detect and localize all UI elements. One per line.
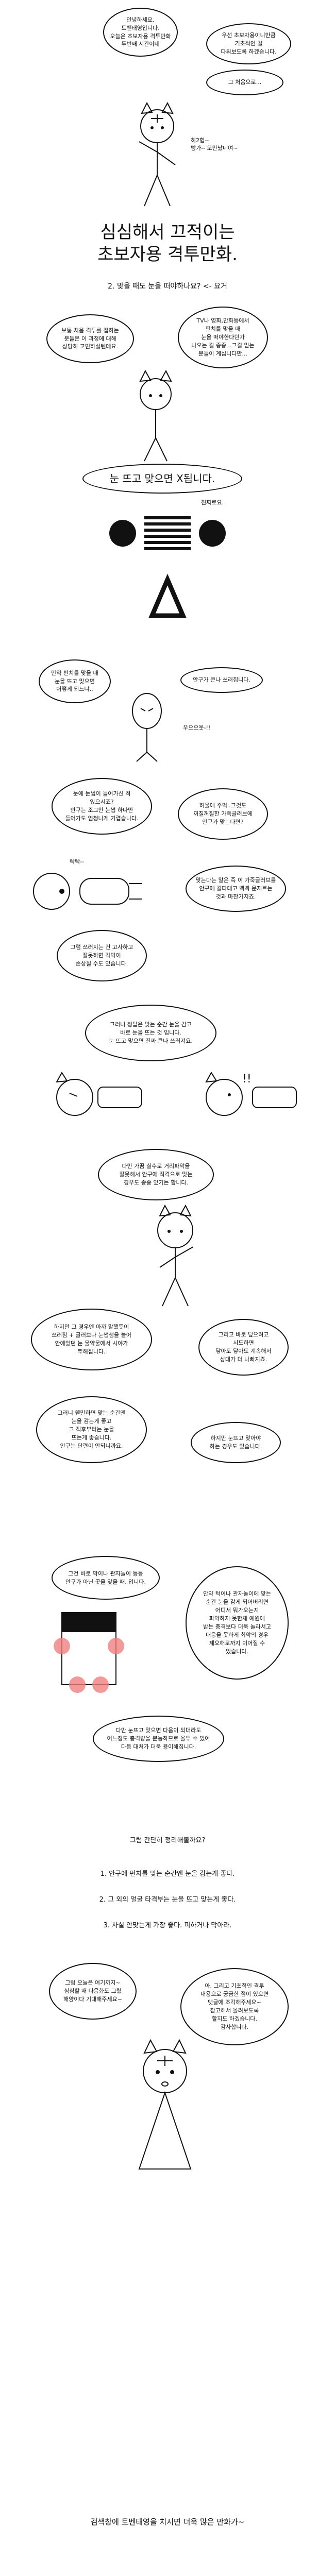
speech-text: 눈 뜨고 맞으면 X됩니다. <box>109 472 215 485</box>
sound-effect: 우으으웃-!! <box>183 724 211 731</box>
cat-character-drawing <box>157 1204 194 1307</box>
speech-text: TV나 영화,만화등에서 펀치를 맞을 때 눈을 떠야한다던가 나오는 걸 종종… <box>191 317 255 357</box>
speech-text: 안약 턱이나 관자놀이에 맞는 순간 눈을 감게 되어버리면 어디서 뭐가오는지… <box>203 1590 271 1655</box>
summary-item-3: 3. 사실 안맞는게 가장 좋다. 피하거나 막아라. <box>103 1922 232 1929</box>
speech-bubble: 그러니 웬만하면 맞는 순간엔 눈을 감는게 좋고 그 직후부터는 눈을 뜨는게… <box>36 1396 147 1463</box>
speech-text: 만약 펀치를 맞을 때 눈을 뜨고 맞으면 어떻게 되느냐.. <box>51 669 98 693</box>
speech-text: 그럼 오늘은 여기까지~ 심심할 때 다음화도 그렸 해양이다 기대해주세요~ <box>63 1979 122 2003</box>
speech-bubble: 맞는다는 말은 즉 이 가죽글러브를 안구에 갈다대고 빡빡 문지르는 것과 마… <box>186 866 286 912</box>
speech-bubble: 그건 바로 막이나 관자놀이 등등 안구가 아닌 곳을 맞을 때, 입니다. <box>52 1556 160 1600</box>
closed-eyes-illustration <box>109 516 226 550</box>
speech-text: 하지만 눈뜨고 맞아야 하는 경우도 있습니다. <box>209 1435 262 1450</box>
cat-character-drawing <box>139 101 176 207</box>
speech-bubble: 안녕하세요. 토벤태영입니다. 오늘은 초보자용 격투만화 두번째 시간이네 <box>103 8 178 57</box>
summary-item-1: 1. 안구에 펀치를 맞는 순간엔 눈을 감는게 좋다. <box>100 1870 235 1878</box>
speech-text: 맞는다는 말은 즉 이 가죽글러브를 안구에 갈다대고 빡빡 문지르는 것과 마… <box>195 877 276 900</box>
speech-text: 눈에 눈썹이 들어가신 적 있으시죠? 안구는 조그만 눈썹 하나만 들어가도 … <box>65 790 139 822</box>
speech-bubble: 다만 가끔 실수로 거리파악을 잘못해서 안구에 직격으로 맞는 경우도 종종 … <box>98 1149 214 1200</box>
speech-text: 그러니 웬만하면 맞는 순간엔 눈을 감는게 좋고 그 직후부터는 눈을 뜨는게… <box>57 1410 126 1449</box>
caption-note: 히2협-- 빵가-- 또만났네여~ <box>191 137 238 152</box>
speech-bubble: 만약 펀치를 맞을 때 눈을 뜨고 맞으면 어떻게 되느냐.. <box>39 659 111 703</box>
speech-bubble: 그리고 바로 덮으려고 시도하면 닿아도 닿아도 계속해서 상대가 더 나빠지죠… <box>198 1319 289 1376</box>
speech-text: 허물에 주먹..그것도 꺼칠꺼칠한 가죽글러브에 안구가 맞는다면? <box>193 802 253 825</box>
page-title: 심심해서 끄적이는 초보자용 격투만화. <box>97 222 238 265</box>
speech-bubble: 우선 초보자용이니만큼 기초적인 걸 다뤄보도록 하겠습니다. <box>206 23 291 64</box>
exclaim-mark: !! <box>242 1073 252 1086</box>
triangle-nose-illustration <box>148 573 187 618</box>
speech-bubble: 하지만 그 경우엔 아까 말했듯이 쓰러짐 + 글러브나 눈썹생을 늘어 안에있… <box>31 1309 152 1370</box>
speech-bubble: 보통 처음 격투를 접하는 분들은 이 과정에 대해 상당히 고민하실텐데요. <box>46 314 134 363</box>
footer-text: 검색창에 토벤태영을 치시면 더욱 많은 만화가~ <box>90 2517 245 2527</box>
summary-heading: 그럼 간단히 정리해볼까요? <box>129 1837 206 1844</box>
speech-text: 보통 처음 격투를 접하는 분들은 이 과정에 대해 상당히 고민하실텐데요. <box>61 327 119 350</box>
speech-bubble: 다만 눈뜨고 맞으면 다음이 되더라도 어느정도 충격량을 분농하므로 올두 수… <box>93 1716 224 1762</box>
cat-character-drawing <box>132 693 162 762</box>
speech-bubble: 그럼 쓰러지는 건 고사하고 잘못하면 각막이 손상될 수도 있습니다. <box>57 930 147 981</box>
speech-text: 그 처음으로... <box>228 79 262 86</box>
speech-bubble: 안구가 큰나 쓰러집니다. <box>180 667 263 693</box>
glove-hitting-eye-illustration <box>33 873 142 910</box>
speech-text: 그러니 정답은 맞는 순간 눈을 감고 바로 눈을 뜨는 것 입니다. 눈 뜨고… <box>109 1021 193 1044</box>
speech-text: 아, 그리고 기초적인 격투 내용으로 궁금한 점이 있으면 댓글에 조각해주세… <box>200 1982 269 2030</box>
sound-effect: 빡빡-- <box>70 858 85 865</box>
speech-text: 안구가 큰나 쓰러집니다. <box>193 676 250 684</box>
speech-bubble: 아, 그리고 기초적인 격투 내용으로 궁금한 점이 있으면 댓글에 조각해주세… <box>180 1968 289 2045</box>
speech-bubble: TV나 영화,만화등에서 펀치를 맞을 때 눈을 떠야한다던가 나오는 걸 종종… <box>178 307 268 368</box>
speech-text: 그리고 바로 덮으려고 시도하면 닿아도 닿아도 계속해서 상대가 더 나빠지죠… <box>215 1331 272 1363</box>
speech-text: 그럼 쓰러지는 건 고사하고 잘못하면 각막이 손상될 수도 있습니다. <box>70 944 133 967</box>
cat-face-blocked-illustration <box>205 1072 297 1116</box>
speech-bubble: 눈에 눈썹이 들어가신 적 있으시죠? 안구는 조그만 눈썹 하나만 들어가도 … <box>52 778 152 835</box>
speech-bubble: 눈 뜨고 맞으면 X됩니다. <box>82 464 242 494</box>
speech-text: 다만 가끔 실수로 거리파악을 잘못해서 안구에 직격으로 맞는 경우도 종종 … <box>119 1163 193 1186</box>
page-subtitle: 2. 맞을 때도 눈을 떠야하나요? <- 요거 <box>108 282 227 291</box>
speech-bubble: 그 처음으로... <box>206 70 283 95</box>
caption-note: 진짜로요. <box>201 499 224 506</box>
face-target-zones-illustration <box>54 1612 124 1693</box>
speech-bubble: 하지만 눈뜨고 맞아야 하는 경우도 있습니다. <box>191 1422 281 1463</box>
cat-face-punched-illustration <box>56 1072 142 1116</box>
summary-item-2: 2. 그 외의 얼굴 타격부는 눈을 뜨고 맞는게 좋다. <box>99 1896 236 1904</box>
cat-character-drawing <box>139 369 172 462</box>
speech-text: 하지만 그 경우엔 아까 말했듯이 쓰러짐 + 글러브나 눈썹생을 늘어 안에있… <box>52 1324 131 1355</box>
speech-bubble: 허물에 주먹..그것도 꺼칠꺼칠한 가죽글러브에 안구가 맞는다면? <box>178 788 268 840</box>
speech-bubble: 그러니 정답은 맞는 순간 눈을 감고 바로 눈을 뜨는 것 입니다. 눈 뜨고… <box>85 1005 216 1061</box>
speech-bubble: 그럼 오늘은 여기까지~ 심심할 때 다음화도 그렸 해양이다 기대해주세요~ <box>49 1963 137 2020</box>
cat-character-drawing <box>138 2039 192 2170</box>
speech-text: 안녕하세요. 토벤태영입니다. 오늘은 초보자용 격투만화 두번째 시간이네 <box>110 16 171 48</box>
speech-text: 다만 눈뜨고 맞으면 다음이 되더라도 어느정도 충격량을 분농하므로 올두 수… <box>107 1727 210 1750</box>
speech-text: 그건 바로 막이나 관자놀이 등등 안구가 아닌 곳을 맞을 때, 입니다. <box>65 1570 146 1585</box>
speech-text: 우선 초보자용이니만큼 기초적인 걸 다뤄보도록 하겠습니다. <box>221 32 277 55</box>
speech-bubble: 안약 턱이나 관자놀이에 맞는 순간 눈을 감게 되어버리면 어디서 뭐가오는지… <box>186 1566 289 1680</box>
